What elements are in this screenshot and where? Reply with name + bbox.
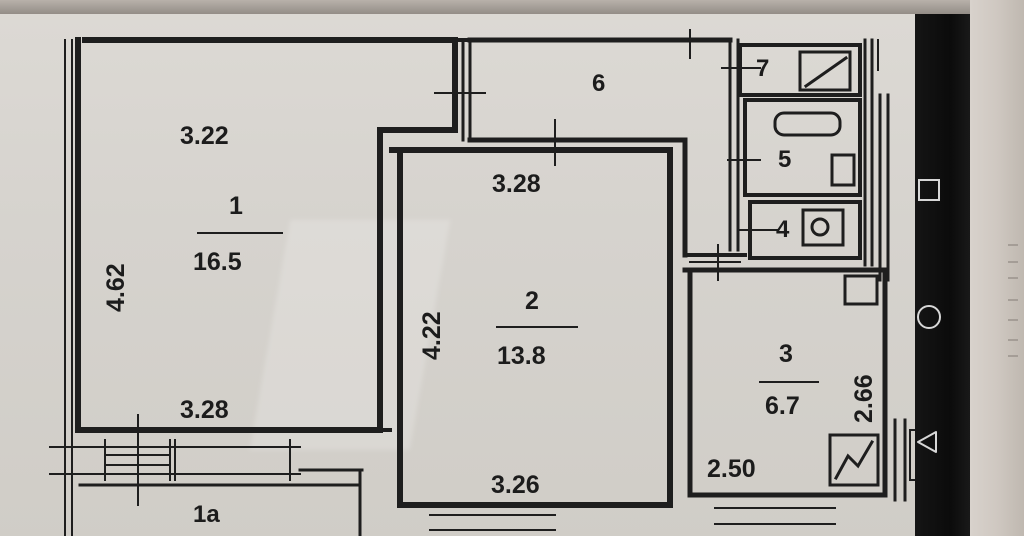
phone-brand-mark-icon [1008, 244, 1018, 357]
phone-frame [970, 0, 1024, 536]
room-2-area: 13.8 [497, 342, 546, 370]
square-recent-apps-icon [918, 179, 940, 201]
room-3-area: 6.7 [765, 392, 800, 420]
room-2-number: 2 [525, 287, 539, 315]
room-1-number: 1 [229, 192, 243, 220]
room-2-side-dimension: 4.22 [418, 311, 446, 360]
room-1-area: 16.5 [193, 248, 242, 276]
room-2-top-dimension: 3.28 [492, 170, 541, 198]
room-1a-number: 1a [193, 501, 220, 528]
floor-plan-drawing [49, 29, 918, 536]
room-7-number: 7 [756, 55, 770, 82]
room-4-number: 4 [776, 216, 790, 243]
triangle-back-icon [917, 431, 937, 453]
back-button[interactable] [914, 428, 942, 456]
room-5-number: 5 [778, 146, 792, 173]
room-1-bottom-dimension: 3.28 [180, 396, 229, 424]
phone-top-edge [0, 0, 1024, 16]
home-button[interactable] [914, 302, 944, 332]
phone-navigation-bar [915, 14, 973, 536]
room-3-number: 3 [779, 340, 793, 368]
circle-home-icon [917, 305, 941, 329]
room-3-bottom-dimension: 2.50 [707, 455, 756, 483]
room-2-bottom-dimension: 3.26 [491, 471, 540, 499]
room-1-side-dimension: 4.62 [102, 263, 130, 312]
recent-apps-button[interactable] [916, 177, 942, 203]
room-6-number: 6 [592, 70, 606, 97]
room-3-side-dimension: 2.66 [850, 374, 878, 423]
room-1-top-dimension: 3.22 [180, 122, 229, 150]
